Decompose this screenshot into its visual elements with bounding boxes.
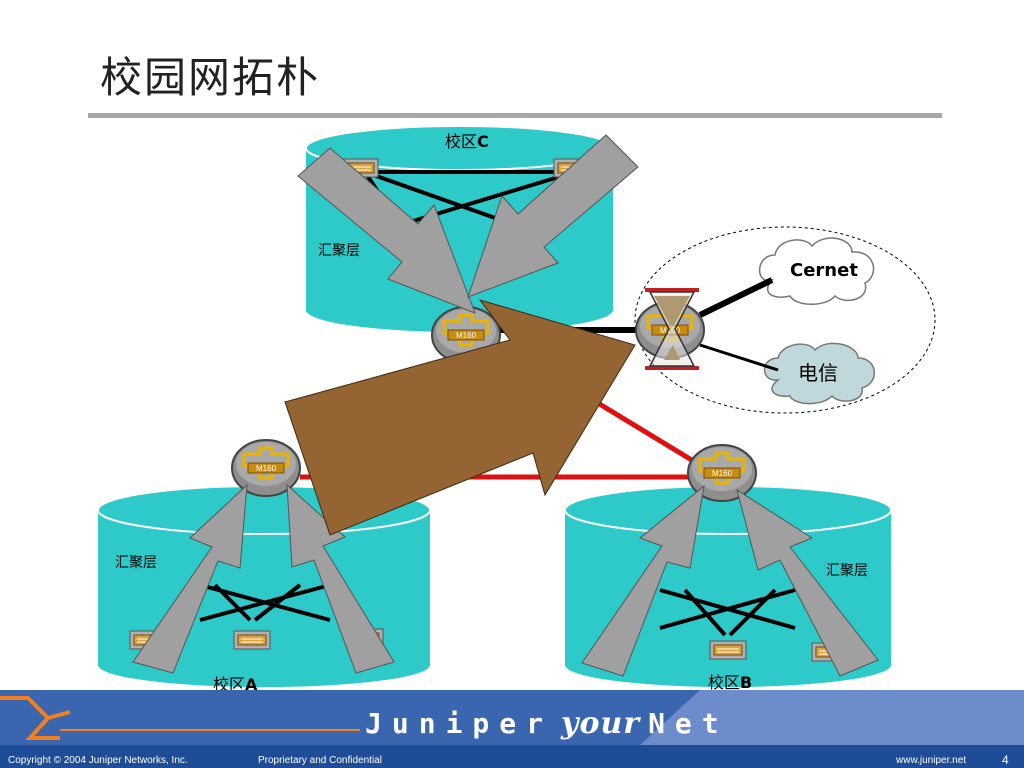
footer-confidential: Proprietary and Confidential: [258, 755, 382, 766]
hourglass-icon: [645, 288, 699, 370]
arrow-c-right: [467, 134, 639, 298]
campus-a-arrows: [132, 483, 395, 674]
campus-b-switch-mid: [709, 640, 747, 660]
network-diagram: M160 校区C 汇聚层 汇聚层: [97, 125, 936, 690]
main-traffic-arrow: [284, 299, 636, 536]
arrow-b-right: [736, 488, 879, 677]
telecom-label: 电信: [798, 361, 838, 385]
footer-website[interactable]: www.juniper.net: [896, 755, 967, 766]
campus-b-layer-label: 汇聚层: [826, 563, 868, 579]
campus-a-label: 校区A: [213, 675, 258, 690]
campus-c-label: 校区C: [445, 132, 489, 151]
footer-swoosh-icon: [0, 696, 71, 721]
campus-c-layer-label: 汇聚层: [318, 243, 360, 259]
external-network-boundary: [634, 226, 936, 414]
telecom-cloud: 电信: [763, 342, 875, 405]
brand-your: your: [561, 706, 641, 741]
page-number: 4: [1002, 753, 1009, 767]
cernet-label: Cernet: [790, 260, 858, 281]
campus-b-links: [659, 588, 796, 637]
footer-copyright: Copyright © 2004 Juniper Networks, Inc.: [8, 755, 188, 766]
arrow-a-left: [132, 483, 248, 674]
page-title: 校园网拓朴: [100, 53, 321, 102]
footer-graphic: [0, 690, 1024, 768]
campus-b-arrows: [581, 484, 879, 677]
campus-a-switch-mid: [233, 630, 271, 650]
campus-a-layer-label: 汇聚层: [115, 555, 157, 571]
arrow-b-left: [581, 484, 705, 677]
campus-b-label: 校区B: [708, 673, 752, 690]
title-divider: [88, 113, 942, 118]
campus-a-links: [199, 583, 331, 622]
arrow-a-right: [286, 483, 395, 674]
arrow-c-left: [297, 147, 476, 314]
footer-bar: [0, 690, 1024, 768]
brand-juniper: Juniper: [365, 707, 554, 740]
cernet-cloud: Cernet: [758, 237, 875, 305]
campus-c-arrows: [297, 134, 639, 314]
brand-net: Net: [648, 707, 729, 740]
